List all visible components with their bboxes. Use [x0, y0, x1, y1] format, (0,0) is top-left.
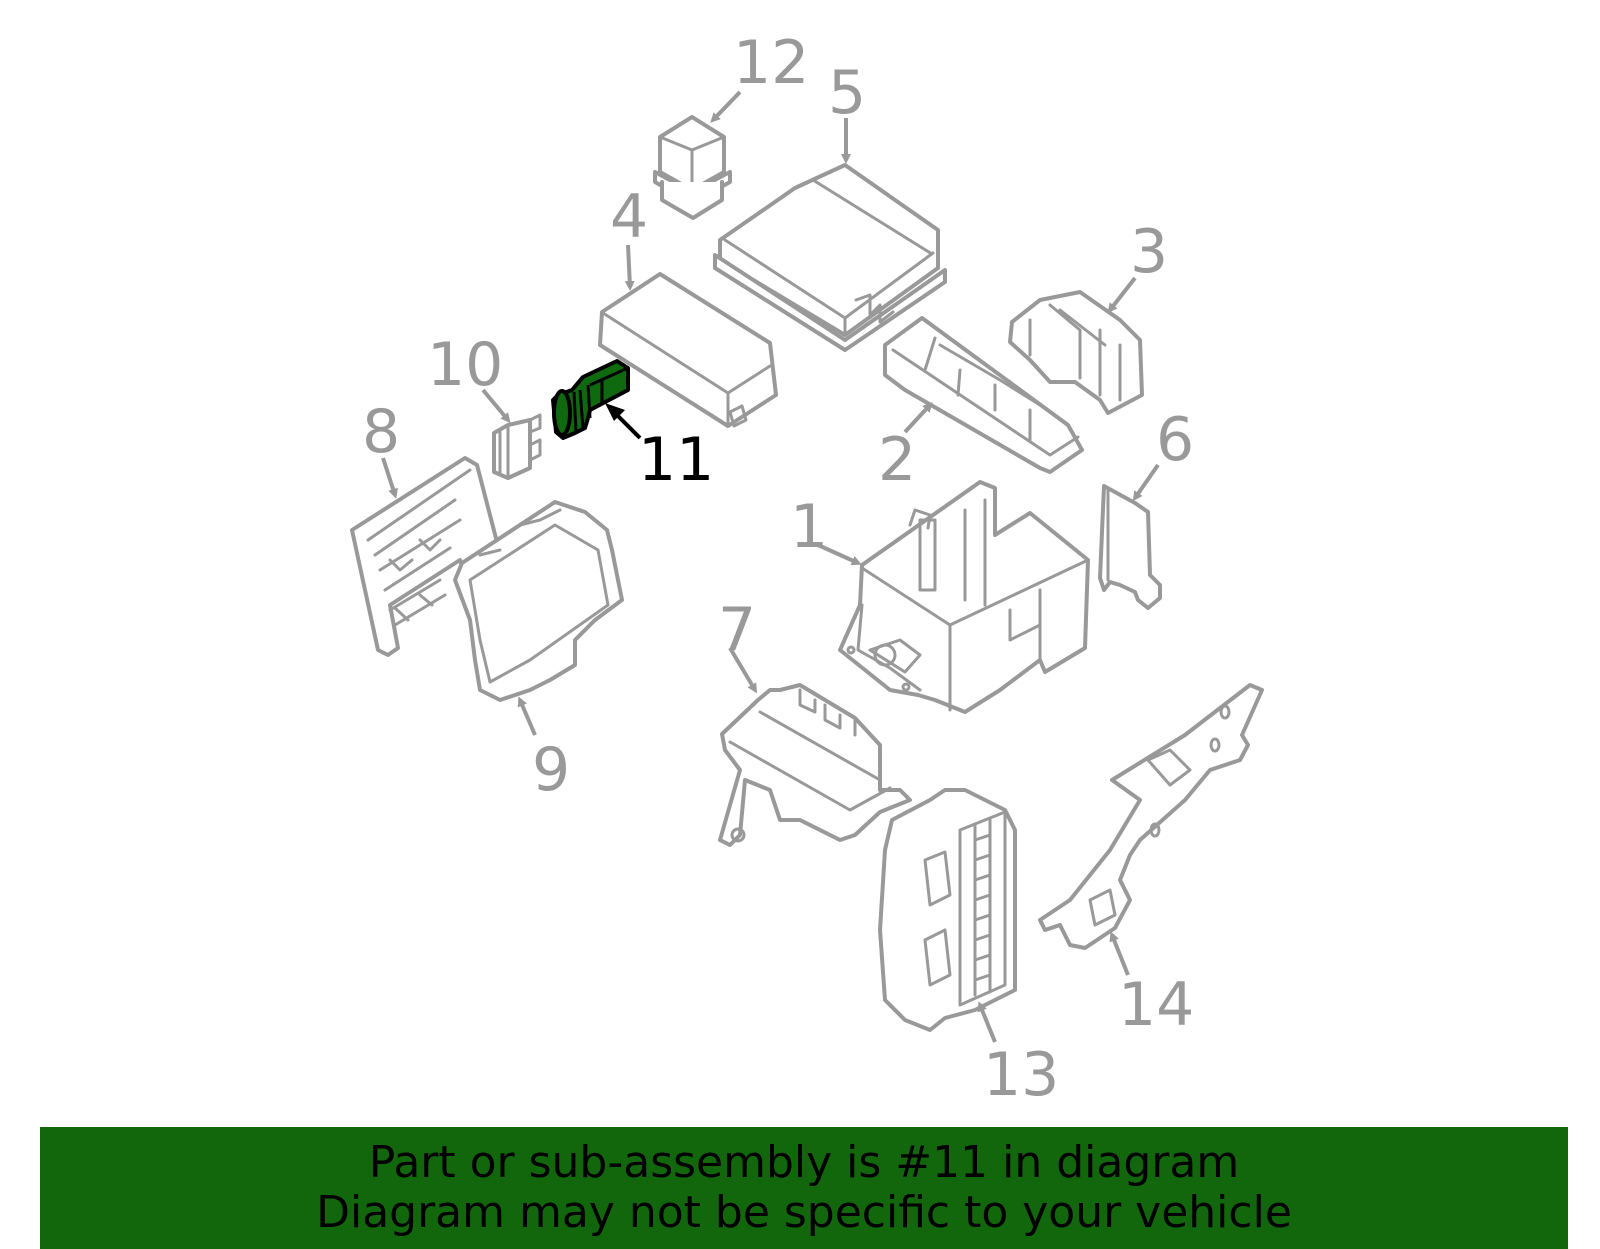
- parts-diagram: [350, 90, 1264, 1043]
- banner-part-notice: Part or sub-assembly is #11 in diagram: [368, 1137, 1240, 1188]
- part-13-junction-block[interactable]: [878, 788, 1017, 1032]
- callout-label-5[interactable]: 5: [828, 58, 867, 128]
- callout-label-8[interactable]: 8: [362, 397, 401, 467]
- callout-label-6[interactable]: 6: [1156, 405, 1195, 475]
- part-9-frame[interactable]: [453, 500, 624, 702]
- part-6-bracket[interactable]: [1098, 484, 1162, 610]
- callout-label-2[interactable]: 2: [878, 425, 917, 495]
- info-banner: Part or sub-assembly is #11 in diagram D…: [40, 1127, 1568, 1249]
- part-8-relay-panel[interactable]: [350, 456, 514, 657]
- callout-label-4[interactable]: 4: [610, 182, 649, 252]
- part-10-fuse[interactable]: [492, 413, 542, 480]
- part-3-relay-block[interactable]: [1008, 290, 1144, 415]
- part-2-fuse-holder[interactable]: [883, 316, 1084, 474]
- callout-arrows: [381, 90, 1160, 1043]
- callout-label-13[interactable]: 13: [983, 1040, 1060, 1110]
- callout-label-9[interactable]: 9: [532, 735, 571, 805]
- part-12-relay[interactable]: [653, 115, 732, 220]
- callout-label-10[interactable]: 10: [427, 330, 504, 400]
- callout-label-7[interactable]: 7: [718, 595, 757, 665]
- callout-label-14[interactable]: 14: [1118, 970, 1195, 1040]
- part-14-bracket[interactable]: [1038, 683, 1264, 950]
- callout-label-12[interactable]: 12: [733, 28, 810, 98]
- banner-disclaimer: Diagram may not be specific to your vehi…: [316, 1187, 1292, 1238]
- callout-label-3[interactable]: 3: [1130, 217, 1169, 287]
- part-5-cover[interactable]: [713, 163, 947, 352]
- part-1-main-box[interactable]: [838, 480, 1090, 714]
- part-11-connector-highlighted[interactable]: [551, 359, 630, 440]
- callout-label-1[interactable]: 1: [790, 492, 829, 562]
- part-4-fuse-cover[interactable]: [598, 272, 778, 428]
- callout-label-11[interactable]: 11: [638, 425, 715, 495]
- part-7-tray[interactable]: [718, 683, 912, 847]
